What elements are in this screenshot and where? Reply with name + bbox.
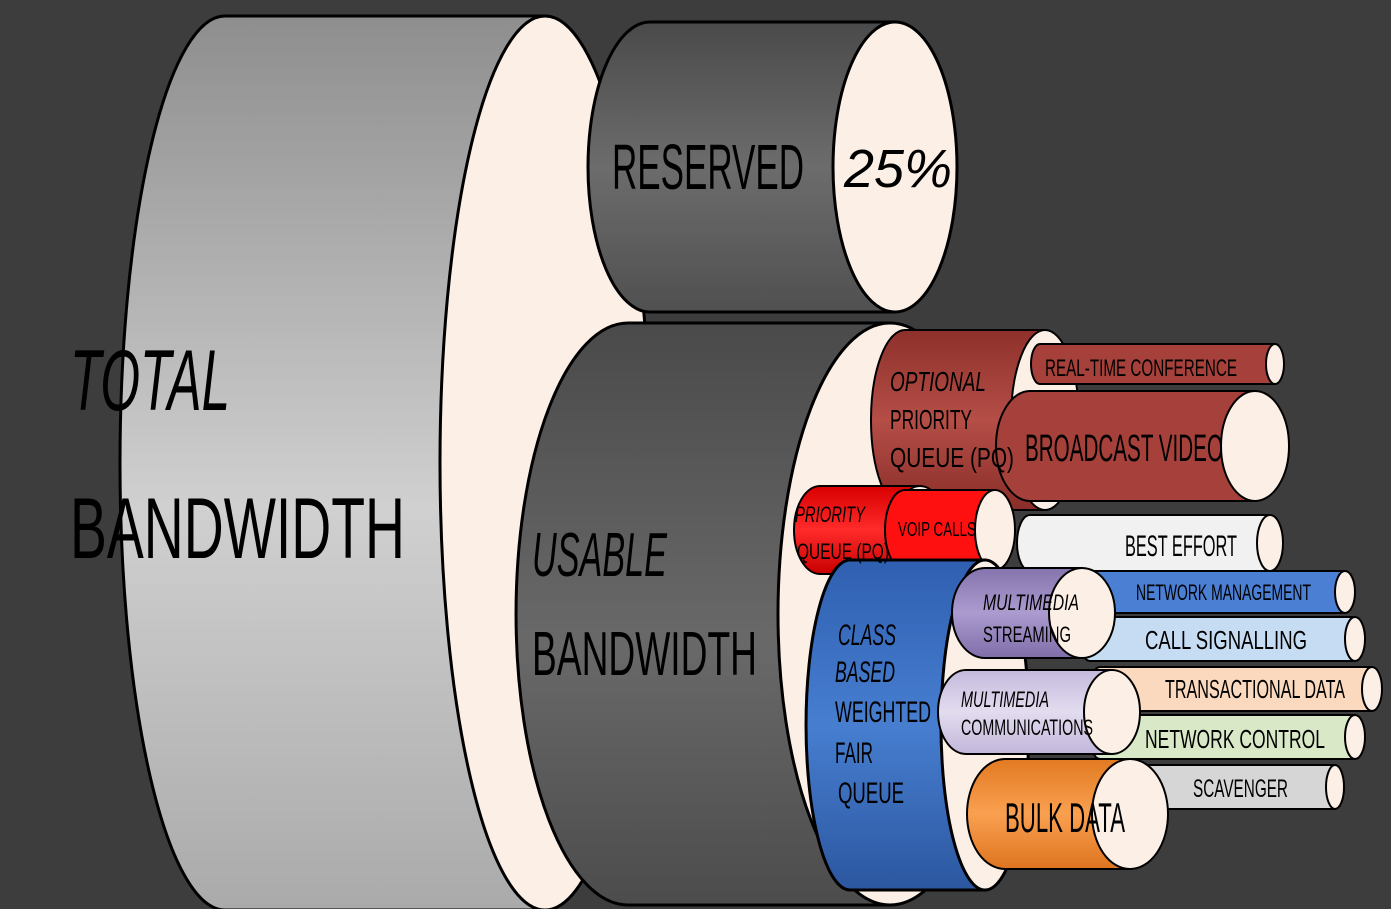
scavenger-label: SCAVENGER bbox=[1193, 775, 1288, 803]
pq-line1: PRIORITY bbox=[795, 502, 866, 527]
call-signalling-end-face bbox=[1344, 616, 1366, 662]
optional-pq-line3: QUEUE (PQ) bbox=[890, 442, 1014, 473]
best-effort-label: BEST EFFORT bbox=[1125, 530, 1237, 563]
multimedia-streaming-end-face bbox=[1048, 567, 1116, 659]
best-effort-end-face bbox=[1256, 514, 1284, 572]
multimedia-streaming-body bbox=[951, 567, 1083, 659]
reserved-cylinder bbox=[586, 20, 959, 314]
call-signalling-label: CALL SIGNALLING bbox=[1145, 625, 1307, 655]
network-management-cylinder bbox=[1079, 570, 1356, 614]
multimedia-streaming-cylinder bbox=[951, 567, 1116, 659]
broadcast-video-label: BROADCAST VIDEO bbox=[1025, 428, 1223, 470]
cbwfq-body bbox=[804, 558, 987, 892]
total-label-line1: TOTAL bbox=[70, 333, 230, 429]
broadcast-video-end-face bbox=[1220, 390, 1290, 502]
transactional-data-label: TRANSACTIONAL DATA bbox=[1165, 674, 1345, 704]
voip-calls-label: VOIP CALLS bbox=[898, 519, 976, 541]
network-control-end-face bbox=[1344, 714, 1366, 760]
bulk-data-cylinder bbox=[966, 758, 1169, 870]
real-time-conference-body bbox=[1030, 343, 1276, 385]
multimedia-communications-body bbox=[937, 669, 1113, 755]
real-time-conference-end-face bbox=[1265, 343, 1285, 385]
reserved-percent: 25% bbox=[843, 139, 952, 199]
bulk-data-label: BULK DATA bbox=[1005, 794, 1125, 841]
real-time-conference-cylinder bbox=[1030, 343, 1285, 385]
scavenger-end-face bbox=[1325, 764, 1345, 810]
reserved-end-face bbox=[831, 20, 959, 314]
optional-pq-line2: PRIORITY bbox=[890, 404, 972, 435]
cbwfq-line4: FAIR bbox=[835, 737, 873, 770]
broadcast-video-body bbox=[995, 390, 1256, 502]
transactional-data-end-face bbox=[1361, 666, 1383, 712]
network-control-label: NETWORK CONTROL bbox=[1145, 724, 1325, 754]
bulk-data-body bbox=[966, 758, 1131, 870]
cbwfq-line1: CLASS bbox=[838, 619, 896, 652]
cbwfq-line3: WEIGHTED bbox=[835, 696, 931, 729]
reserved-label: RESERVED bbox=[612, 131, 804, 203]
optional-pq-line1: OPTIONAL bbox=[890, 366, 986, 397]
network-management-end-face bbox=[1334, 570, 1356, 614]
reserved-body bbox=[586, 20, 897, 314]
cbwfq-line2: BASED bbox=[835, 656, 895, 689]
total-label-line2: BANDWIDTH bbox=[70, 481, 405, 577]
total-bandwidth-body bbox=[118, 14, 547, 909]
network-management-label: NETWORK MANAGEMENT bbox=[1136, 580, 1311, 605]
usable-label-line1: USABLE bbox=[532, 521, 667, 590]
multimedia-communications-line1: MULTIMEDIA bbox=[961, 687, 1049, 712]
multimedia-streaming-line1: MULTIMEDIA bbox=[983, 590, 1079, 615]
multimedia-communications-line2: COMMUNICATIONS bbox=[961, 715, 1093, 740]
pq-line2: QUEUE (PQ) bbox=[797, 539, 889, 564]
bulk-data-end-face bbox=[1091, 758, 1169, 870]
usable-label-line2: BANDWIDTH bbox=[532, 620, 757, 689]
multimedia-communications-end-face bbox=[1083, 669, 1141, 755]
multimedia-streaming-line2: STREAMING bbox=[983, 622, 1071, 647]
cbwfq-line5: QUEUE bbox=[838, 777, 904, 810]
best-effort-cylinder bbox=[1016, 514, 1284, 572]
broadcast-video-cylinder bbox=[995, 390, 1290, 502]
multimedia-communications-cylinder bbox=[937, 669, 1141, 755]
real-time-conference-label: REAL-TIME CONFERENCE bbox=[1045, 355, 1237, 382]
voip-calls-end-face bbox=[974, 489, 1016, 571]
scavenger-cylinder bbox=[1130, 764, 1345, 810]
